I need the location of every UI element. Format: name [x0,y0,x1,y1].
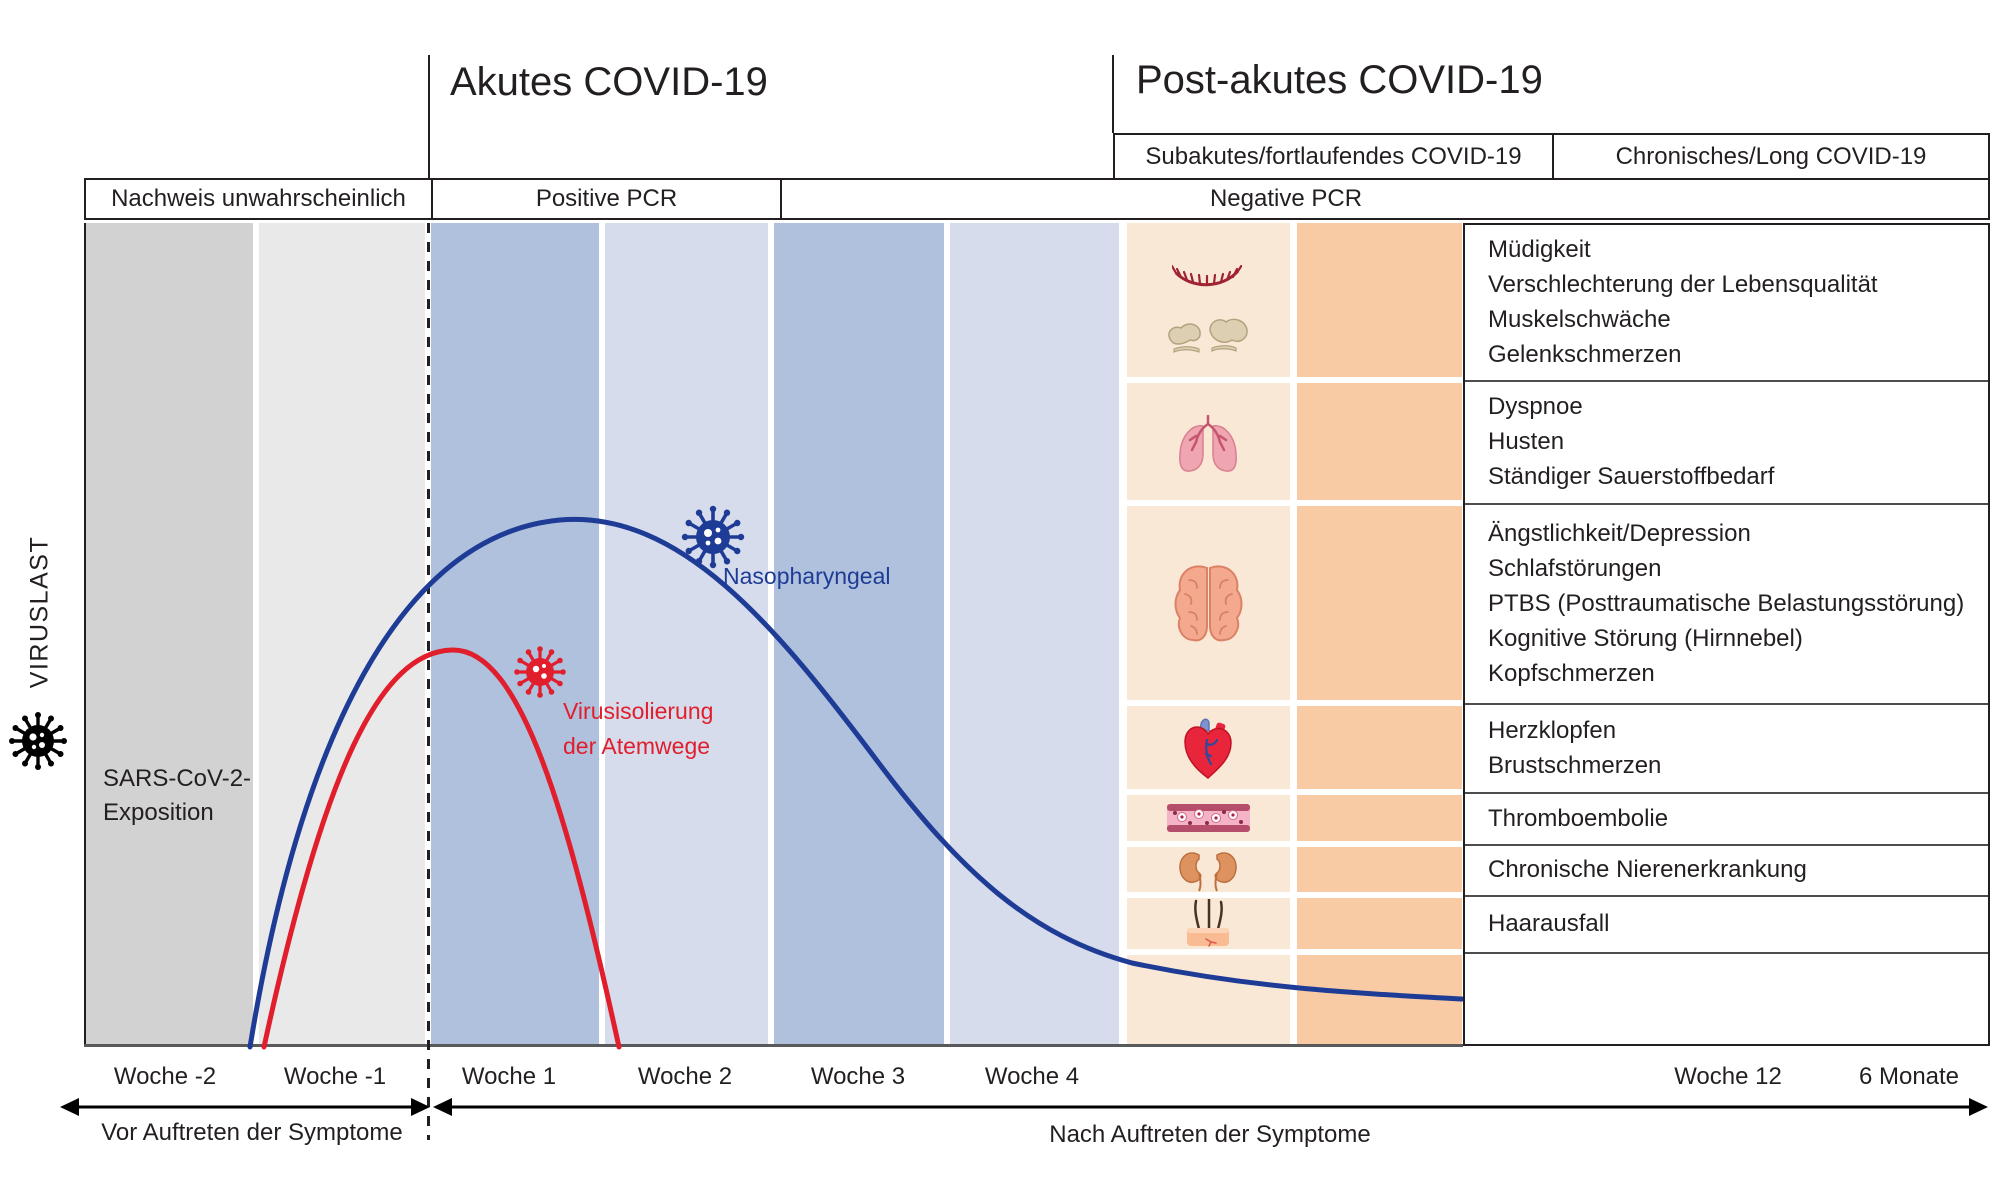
exposure-label: SARS-CoV-2- Exposition [103,762,323,830]
chronic-cell-2 [1297,383,1462,500]
viruslast-axis-label: VIRUSLAST [25,535,54,689]
band-week-4 [950,223,1119,1046]
pcr-negative-cell: Negative PCR [780,180,1988,218]
symptom-divider [1465,703,1988,705]
icon-cell-fatigue [1127,223,1290,377]
week-label: Woche 12 [1674,1063,1782,1090]
viral-isolation-virus-icon [512,644,568,700]
band-week-2 [605,223,768,1046]
symptom-group-renal: Chronische Nierenerkrankung [1488,844,1983,895]
symptom: Verschlechterung der Lebensqualität [1488,270,1878,298]
coronavirus-icon [7,710,69,772]
acute-title: Akutes COVID-19 [450,60,768,104]
after-symptoms-label: Nach Auftreten der Symptome [1049,1121,1371,1148]
symptom: Husten [1488,428,1565,455]
before-symptoms-label: Vor Auftreten der Symptome [101,1119,403,1146]
nasopharyngeal-curve-label: Nasopharyngeal [723,563,891,589]
week-label: Woche 1 [461,1063,557,1090]
symptom: Chronische Nierenerkrankung [1488,856,1807,883]
brain-icon [1174,565,1243,642]
symptom-divider [1465,895,1988,897]
week-label: Woche 3 [810,1063,906,1090]
post-acute-phase-row: Subakutes/fortlaufendes COVID-19 Chronis… [1113,133,1990,178]
exposure-line1: SARS-CoV-2- [103,765,252,792]
symptom: Kopfschmerzen [1488,659,1655,687]
symptom: Ständiger Sauerstoffbedarf [1488,463,1775,490]
pcr-status-row: Nachweis unwahrscheinlich Positive PCR N… [84,178,1990,220]
symptom-group-cardiac: Herzklopfen Brustschmerzen [1488,703,1983,792]
week-label: Woche 2 [637,1063,733,1090]
closed-eye-icon [1172,265,1242,287]
symptom: Kognitive Störung (Hirnnebel) [1488,624,1803,652]
symptom-divider [1465,844,1988,846]
symptom-divider [1465,380,1988,382]
icon-cell-lungs [1127,383,1290,500]
symptom: PTBS (Posttraumatische Belastungsstörung… [1488,589,1965,617]
chronic-cell-3 [1297,506,1462,700]
week-label: 6 Monate [1858,1063,1960,1090]
symptom: Dyspnoe [1488,393,1583,420]
viral-isolation-label-line2: der Atemwege [563,733,711,759]
post-acute-title: Post-akutes COVID-19 [1136,58,1543,102]
symptom: Brustschmerzen [1488,751,1662,779]
x-axis-line [84,1044,1463,1047]
skin-hair-icon [1187,899,1229,947]
pcr-positive-cell: Positive PCR [431,180,780,218]
chronic-cell-8 [1297,955,1462,1046]
week-label: Woche -1 [283,1063,387,1090]
blood-vessel-icon [1167,804,1250,832]
band-week-1 [431,223,599,1046]
chronic-cell-5 [1297,795,1462,841]
symptom: Gelenkschmerzen [1488,340,1682,368]
lungs-icon [1179,414,1237,472]
pcr-negative-label: Negative PCR [1209,185,1363,212]
symptom-divider [1465,792,1988,794]
viral-isolation-label-line1: Virusisolierung [563,698,714,724]
symptom-group-neuro: Ängstlichkeit/Depression Schlafstörungen… [1488,503,1983,703]
symptom-group-thrombosis: Thromboembolie [1488,792,1983,844]
subacute-phase-cell: Subakutes/fortlaufendes COVID-19 [1145,142,1522,170]
symptom: Schlafstörungen [1488,554,1662,582]
week-label: Woche 4 [984,1063,1080,1090]
acute-divider-line [428,55,430,178]
post-acute-divider-line [1112,55,1114,133]
before-symptoms-arrow [60,1098,430,1116]
symptom: Müdigkeit [1488,235,1591,263]
chronic-cell-7 [1297,898,1462,949]
symptom: Herzklopfen [1488,716,1617,744]
viral-isolation-curve-label: Virusisolierung der Atemwege [563,694,783,764]
heart-icon [1184,718,1232,779]
kidneys-icon [1179,852,1237,892]
chronic-phase-cell: Chronisches/Long COVID-19 [1552,135,1988,178]
symptom-group-respiratory: Dyspnoe Husten Ständiger Sauerstoffbedar… [1488,380,1983,503]
pcr-no-detection-cell: Nachweis unwahrscheinlich [111,185,406,212]
chronic-cell-6 [1297,847,1462,892]
symptom-divider [1465,952,1988,954]
symptom-group-hair: Haarausfall [1488,895,1983,952]
band-week-3 [774,223,944,1046]
exposure-line2: Exposition [103,799,214,826]
symptom-group-fatigue: Müdigkeit Verschlechterung der Lebensqua… [1488,223,1983,380]
chronic-cell-1 [1297,223,1462,377]
symptom-onset-dashed-line [427,223,430,1140]
symptom-panel [1463,223,1990,1046]
after-symptoms-arrow [433,1098,1988,1116]
week-label: Woche -2 [113,1063,217,1090]
symptom: Haarausfall [1488,910,1610,937]
joint-icon [1168,318,1248,353]
symptom: Thromboembolie [1488,804,1669,832]
y-axis-line [84,223,86,1046]
symptom: Ängstlichkeit/Depression [1488,519,1751,547]
symptom: Muskelschwäche [1488,305,1671,333]
band-week-minus-2 [86,223,253,1046]
icon-cell-empty [1127,955,1290,1046]
symptom-divider [1465,503,1988,505]
chronic-cell-4 [1297,706,1462,789]
band-week-minus-1 [259,223,425,1046]
